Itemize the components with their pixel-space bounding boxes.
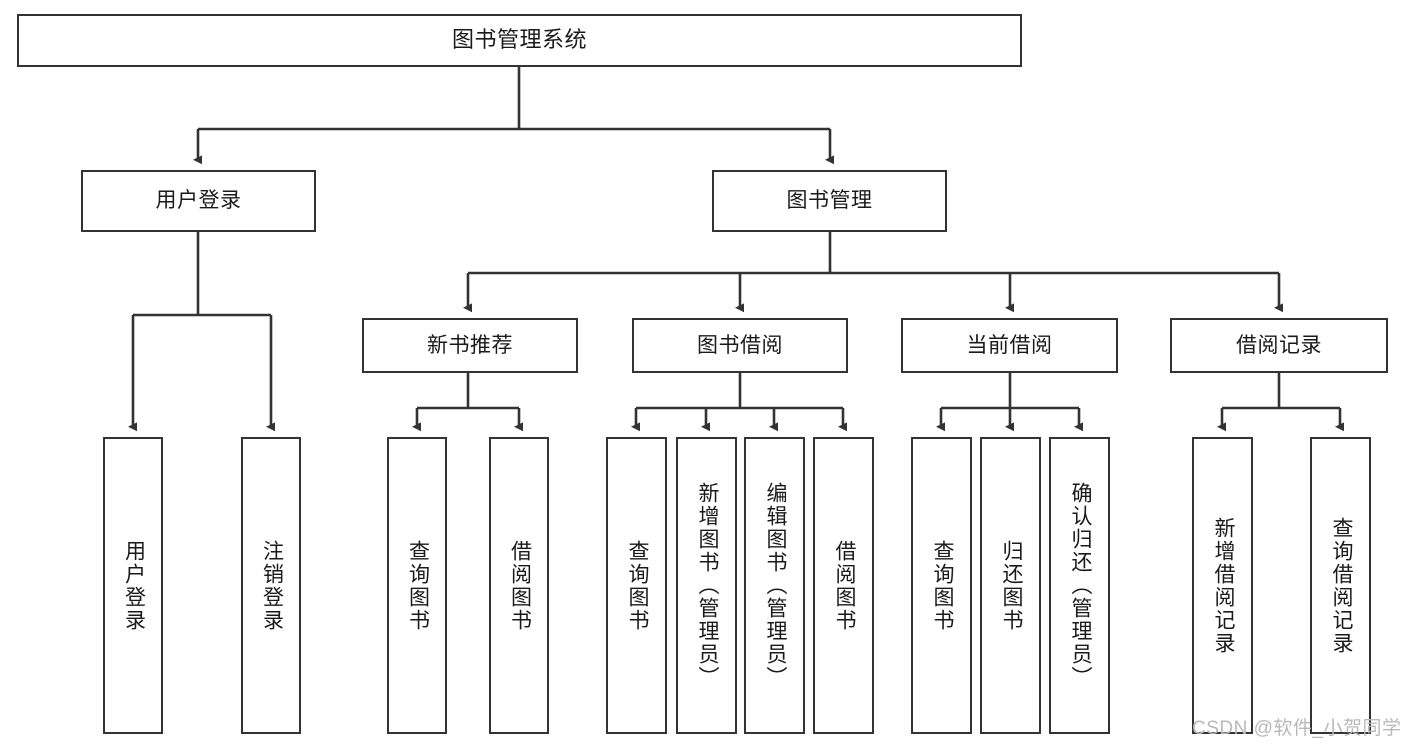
node-leaf-query-borrow-record[interactable]: 查询借阅记录 [1310,437,1371,734]
node-label: 借阅记录 [1236,333,1322,357]
node-leaf-add-borrow-record[interactable]: 新增借阅记录 [1192,437,1253,734]
node-label: 查询借阅记录 [1329,516,1353,655]
node-label: 新增图书（管理员） [695,482,719,689]
csdn-watermark: CSDN @软件_小贺同学 [1192,718,1402,739]
node-label: 注销登录 [260,539,284,632]
node-leaf-edit-book-admin[interactable]: 编辑图书（管理员） [744,437,805,734]
node-leaf-query-books-recommend[interactable]: 查询图书 [387,437,447,734]
node-label: 归还图书 [999,539,1023,632]
node-book-management-module[interactable]: 图书管理 [712,170,947,232]
node-label: 新增借阅记录 [1211,516,1235,655]
node-new-book-recommend[interactable]: 新书推荐 [362,318,578,373]
node-borrow-records[interactable]: 借阅记录 [1170,318,1388,373]
node-label: 查询图书 [406,539,430,632]
node-leaf-confirm-return-admin[interactable]: 确认归还（管理员） [1049,437,1110,734]
node-label: 查询图书 [625,539,649,632]
node-label: 图书借阅 [697,333,783,357]
node-label: 图书管理 [786,189,873,213]
node-leaf-add-book-admin[interactable]: 新增图书（管理员） [676,437,737,734]
node-label: 用户登录 [155,189,242,213]
node-label: 确认归还（管理员） [1068,482,1092,689]
node-label: 图书管理系统 [451,27,587,53]
node-leaf-borrow-books-recommend[interactable]: 借阅图书 [489,437,549,734]
node-current-borrow[interactable]: 当前借阅 [901,318,1118,373]
node-label: 借阅图书 [508,539,532,632]
node-leaf-logout[interactable]: 注销登录 [241,437,301,734]
node-label: 用户登录 [122,539,146,632]
node-leaf-user-login[interactable]: 用户登录 [103,437,163,734]
node-root-system[interactable]: 图书管理系统 [17,14,1022,67]
node-leaf-query-books-borrow[interactable]: 查询图书 [606,437,667,734]
node-book-borrow[interactable]: 图书借阅 [632,318,848,373]
node-label: 编辑图书（管理员） [763,482,787,689]
node-label: 新书推荐 [427,333,513,357]
node-label: 查询图书 [930,539,954,632]
node-user-login-module[interactable]: 用户登录 [81,170,316,232]
node-label: 当前借阅 [966,333,1053,357]
node-leaf-borrow-books[interactable]: 借阅图书 [813,437,874,734]
node-leaf-return-books[interactable]: 归还图书 [980,437,1041,734]
node-leaf-query-books-current[interactable]: 查询图书 [911,437,972,734]
node-label: 借阅图书 [832,539,856,632]
